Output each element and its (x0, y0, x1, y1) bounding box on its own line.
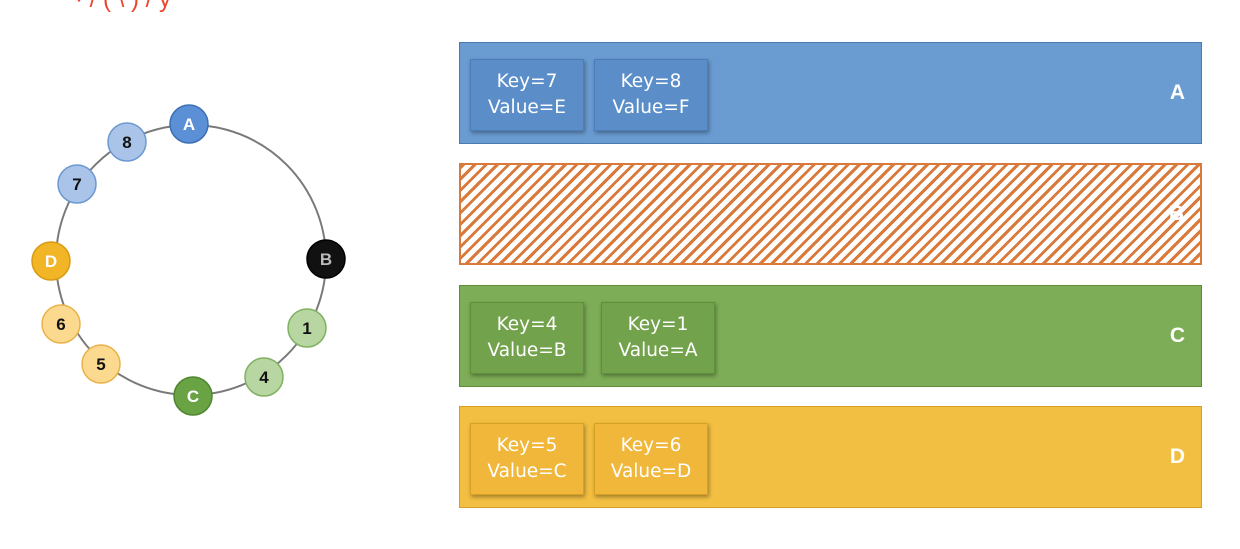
node-label: 1 (302, 319, 311, 338)
entry-value: Value=A (618, 340, 698, 361)
entry-card: Key=4 Value=B (470, 302, 584, 374)
key-node-4: 4 (244, 357, 284, 397)
entry-value: Value=F (612, 97, 690, 118)
entry-card: Key=1 Value=A (601, 302, 715, 374)
server-node-d: D (31, 241, 71, 281)
entry-value: Value=B (487, 340, 567, 361)
server-node-c: C (173, 376, 213, 416)
node-label: 5 (96, 355, 105, 374)
entry-card: Key=5 Value=C (470, 423, 584, 495)
node-label: 4 (259, 368, 269, 387)
entry-card: Key=7 Value=E (470, 59, 584, 131)
server-label: D (1169, 445, 1185, 468)
server-b-bar-failed: B (459, 163, 1202, 265)
entry-key: Key=7 (496, 71, 558, 92)
server-d-bar: Key=5 Value=C Key=6 Value=D D (459, 406, 1202, 508)
key-node-7: 7 (57, 164, 97, 204)
entry-card: Key=8 Value=F (594, 59, 708, 131)
node-label: 6 (56, 315, 65, 334)
entry-key: Key=6 (620, 435, 682, 456)
entry-card: Key=6 Value=D (594, 423, 708, 495)
entry-key: Key=4 (496, 314, 558, 335)
node-label: D (45, 252, 57, 271)
server-a-bar: Key=7 Value=E Key=8 Value=F A (459, 42, 1202, 144)
node-label: 8 (122, 133, 131, 152)
key-node-5: 5 (81, 344, 121, 384)
server-label: B (1168, 202, 1184, 225)
entry-value: Value=C (487, 461, 567, 482)
key-node-6: 6 (41, 304, 81, 344)
node-label: 7 (72, 175, 81, 194)
server-node-b: B (306, 239, 346, 279)
server-c-bar: Key=4 Value=B Key=1 Value=A C (459, 285, 1202, 387)
node-label: C (187, 387, 199, 406)
server-node-a: A (169, 104, 209, 144)
node-label: A (183, 115, 195, 134)
entry-value: Value=D (610, 461, 692, 482)
key-node-1: 1 (287, 308, 327, 348)
node-label: B (320, 250, 332, 269)
server-label: A (1169, 81, 1185, 104)
entry-value: Value=E (488, 97, 566, 118)
server-label: C (1169, 324, 1185, 347)
cropped-heading: · / ( \ ) / y (75, 0, 171, 14)
entry-key: Key=1 (627, 314, 689, 335)
entry-key: Key=5 (496, 435, 558, 456)
key-node-8: 8 (107, 122, 147, 162)
hash-ring-diagram: A 8 7D 6 5C 4 1 B (31, 104, 346, 416)
entry-key: Key=8 (620, 71, 682, 92)
